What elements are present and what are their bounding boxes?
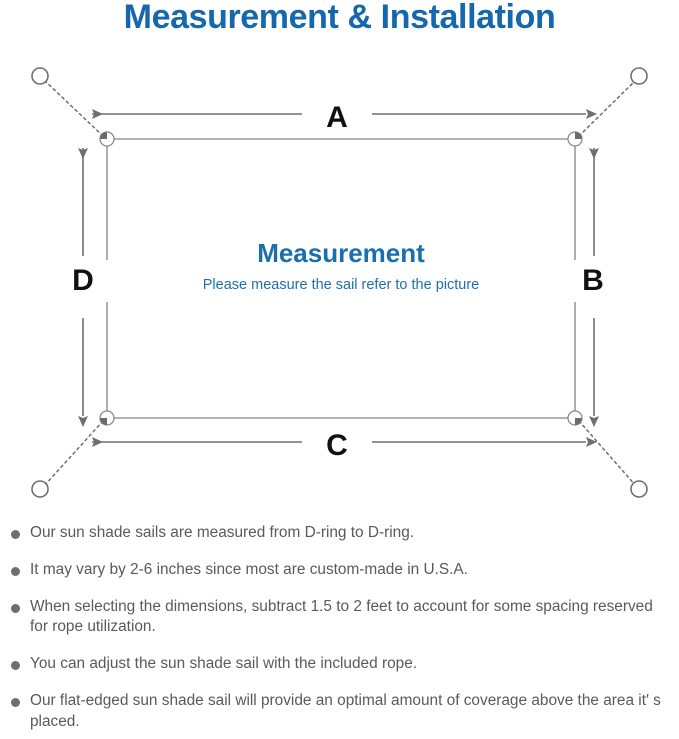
bullet-icon [11,697,20,707]
list-item: Our sun shade sails are measured from D-… [0,523,679,544]
d-ring-bottom-left [99,410,115,426]
list-item: When selecting the dimensions, subtract … [0,597,679,639]
anchor-point-bottom-left [31,480,49,498]
list-item-text: When selecting the dimensions, subtract … [30,597,653,636]
bullet-icon [11,530,20,539]
list-item-text: Our flat-edged sun shade sail will provi… [30,691,661,730]
d-ring-top-left [99,131,115,147]
bullet-icon [11,566,20,576]
d-ring-top-right [567,131,583,147]
sail-measurement-diagram: Measurement Please measure the sail refe… [0,46,679,516]
d-ring-bottom-right [567,410,583,426]
dimension-label-b: B [568,260,618,302]
list-item-text: It may vary by 2-6 inches since most are… [30,560,468,578]
rope-bottom-right [578,420,637,487]
anchor-point-top-left [31,67,49,85]
notes-list: Our sun shade sails are measured from D-… [0,523,679,733]
rope-top-left [43,79,104,137]
dimension-label-c: C [306,427,368,465]
list-item: You can adjust the sun shade sail with t… [0,654,679,675]
dimension-label-a: A [306,99,368,137]
list-item: It may vary by 2-6 inches since most are… [0,560,679,581]
list-item: Our flat-edged sun shade sail will provi… [0,691,679,733]
page-title: Measurement & Installation [123,0,556,36]
anchor-point-top-right [630,67,648,85]
list-item-text: You can adjust the sun shade sail with t… [30,655,418,673]
anchor-points [31,67,648,498]
list-item-text: Our sun shade sails are measured from D-… [30,524,415,541]
bullet-icon [11,603,20,613]
dimension-label-d: D [58,260,108,302]
sail-body [106,138,576,419]
d-rings [99,131,583,426]
rope-top-right [578,79,637,137]
dimension-lines [78,109,599,447]
bullet-icon [11,661,20,671]
anchor-point-bottom-right [630,480,648,498]
rope-lines [43,79,637,487]
rope-bottom-left [43,420,104,487]
